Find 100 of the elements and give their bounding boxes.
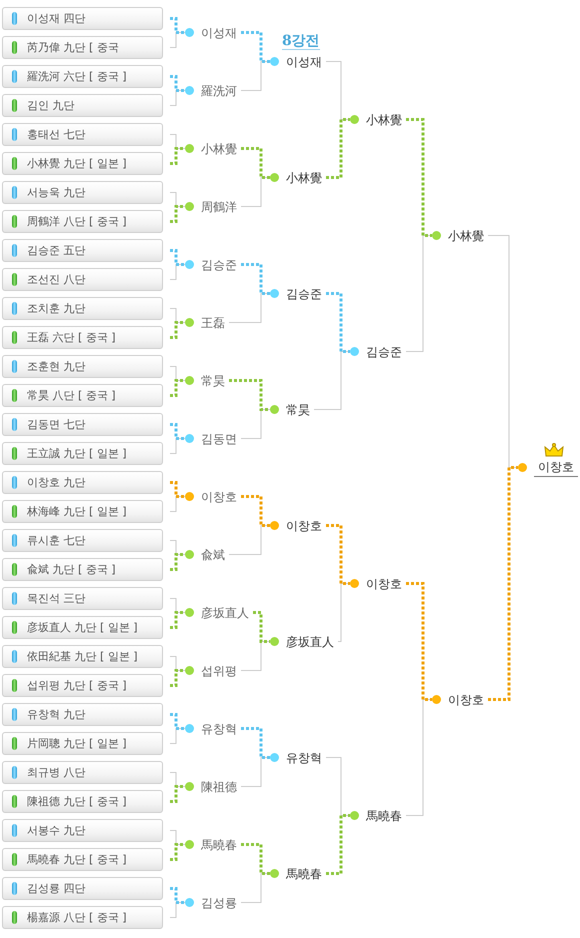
player-card: [2, 761, 163, 784]
winner-connector: [241, 147, 270, 179]
player-card: [2, 210, 163, 233]
player-name: 片岡聰 九단 [ 일본 ]: [27, 736, 127, 751]
player-name: 兪斌 九단 [ 중국 ]: [27, 562, 116, 577]
winner-name: 小林覺: [448, 228, 484, 244]
player-name: 陳祖德 九단 [ 중국 ]: [27, 794, 127, 809]
player-card: [2, 268, 163, 291]
bracket-line: [326, 61, 350, 120]
player-name: 楊嘉源 八단 [ 중국 ]: [27, 910, 127, 925]
player-card: [2, 384, 163, 407]
winner-name: 김승준: [286, 286, 322, 302]
player-name: 芮乃偉 九단 [ 중국: [27, 40, 119, 55]
winner-name: 周鶴洋: [201, 198, 237, 214]
bracket-line: [170, 90, 186, 106]
winner-name: 김성룡: [201, 894, 237, 910]
bracket-line: [406, 235, 432, 352]
player-name: 김인 九단: [27, 98, 74, 113]
winner-name: 김승준: [366, 344, 402, 360]
winner-name: 小林覺: [286, 170, 322, 186]
bracket-line: [170, 830, 186, 845]
winner-name: 彦坂直人: [201, 604, 249, 620]
player-name: 홍태선 七단: [27, 127, 86, 142]
bracket-line: [314, 351, 350, 410]
winner-name: 小林覺: [201, 140, 237, 156]
winner-name: 常昊: [286, 402, 310, 418]
winner-connector: [170, 75, 185, 92]
player-card: [2, 848, 163, 871]
bracket-line: [488, 235, 518, 468]
winner-connector: [170, 147, 185, 165]
player-name: 조훈현 九단: [27, 359, 86, 374]
bracket-line: [326, 757, 350, 816]
winner-name: 羅洗河: [201, 82, 237, 98]
winner-name: 兪斌: [201, 546, 225, 562]
player-name: 유창혁 九단: [27, 707, 86, 722]
player-card: [2, 877, 163, 900]
player-name: 彦坂直人 九단 [ 일본 ]: [27, 620, 138, 635]
player-card: [2, 616, 163, 639]
winner-name: 彦坂直人: [286, 634, 334, 650]
player-name: 김성룡 四단: [27, 881, 86, 896]
player-name: 류시훈 七단: [27, 533, 86, 548]
winner-connector: [241, 727, 270, 759]
player-name: 서능욱 九단: [27, 185, 86, 200]
winner-name: 常昊: [201, 372, 225, 388]
player-card: [2, 529, 163, 552]
winner-name: 김승준: [201, 256, 237, 272]
player-card: [2, 703, 163, 726]
winner-connector: [241, 31, 270, 63]
winner-connector: [170, 785, 185, 803]
winner-connector: [170, 669, 185, 687]
winner-name: 이성재: [201, 24, 237, 40]
winner-connector: [170, 205, 185, 223]
winner-connector: [170, 423, 185, 440]
player-card: [2, 181, 163, 204]
player-name: 섭위평 九단 [ 중국 ]: [27, 678, 127, 693]
winner-name: 이창호: [201, 488, 237, 504]
winner-connector: [170, 887, 185, 904]
bracket-line: [170, 264, 186, 280]
player-name: 周鶴洋 八단 [ 중국 ]: [27, 214, 127, 229]
player-name: 王磊 六단 [ 중국 ]: [27, 330, 116, 345]
winner-name: 陳祖德: [201, 778, 237, 794]
bracket-line: [170, 772, 186, 787]
round-heading: 8강전: [282, 33, 320, 50]
player-name: 이창호 九단: [27, 475, 86, 490]
winner-connector: [241, 843, 270, 875]
bracket-line: [170, 598, 186, 613]
player-card: [2, 7, 163, 30]
player-card: [2, 819, 163, 842]
player-name: 小林覺 九단 [ 일본 ]: [27, 156, 127, 171]
player-card: [2, 152, 163, 175]
winner-connector: [326, 814, 350, 875]
player-card: [2, 355, 163, 378]
player-card: [2, 558, 163, 581]
winner-connector: [253, 611, 270, 643]
player-name: 林海峰 九단 [ 일본 ]: [27, 504, 127, 519]
winner-connector: [170, 843, 185, 861]
winner-connector: [170, 379, 185, 397]
winner-name: 馬曉春: [366, 808, 402, 824]
bracket-line: [406, 699, 432, 816]
player-card: [2, 326, 163, 349]
bracket-line: [170, 32, 186, 48]
player-card: [2, 297, 163, 320]
player-name: 이성재 四단: [27, 11, 86, 26]
player-card: [2, 94, 163, 117]
player-name: 王立誠 九단 [ 일본 ]: [27, 446, 127, 461]
winner-name: 유창혁: [201, 720, 237, 736]
bracket-line: [170, 540, 186, 555]
winner-connector: [170, 481, 185, 498]
bracket-line: [170, 134, 186, 149]
bracket-line: [170, 438, 186, 454]
winner-name: 王磊: [201, 314, 225, 330]
winner-connector: [229, 379, 270, 411]
winner-name: 이창호: [448, 692, 484, 708]
bracket-line: [170, 496, 186, 512]
bracket-line: [170, 728, 186, 744]
winner-connector: [488, 466, 518, 701]
player-name: 목진석 三단: [27, 591, 86, 606]
winner-connector: [170, 553, 185, 571]
player-name: 조선진 八단: [27, 272, 86, 287]
player-card: [2, 732, 163, 755]
